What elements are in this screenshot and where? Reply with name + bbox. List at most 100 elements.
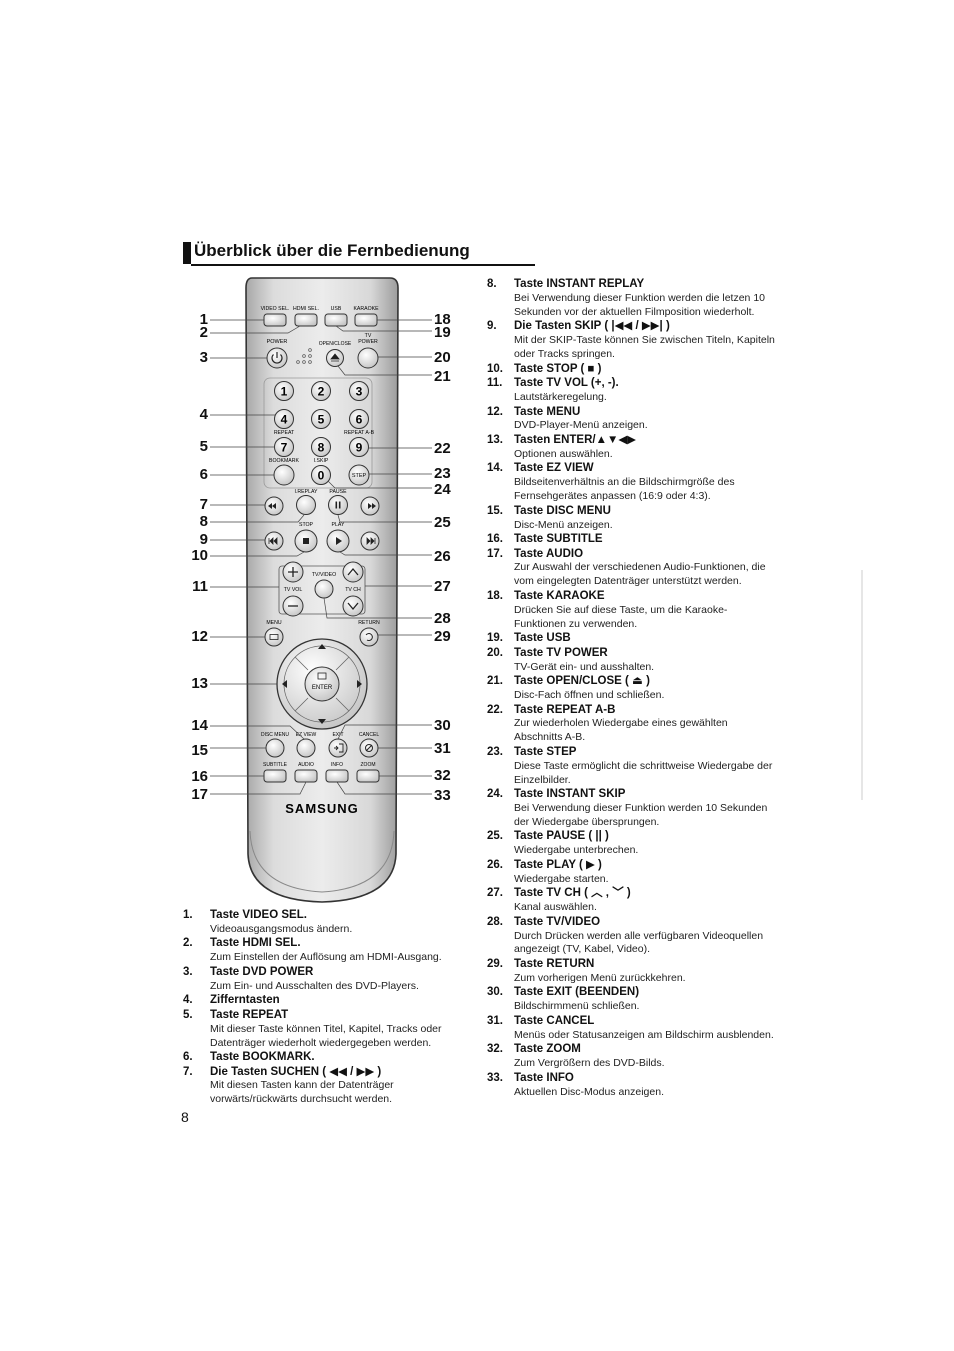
legend-title: Taste INSTANT REPLAY	[514, 278, 645, 290]
legend-description: Drücken Sie auf diese Taste, um die Kara…	[514, 603, 728, 630]
enter-label: ENTER	[312, 685, 333, 691]
legend-description: Lautstärkeregelung.	[514, 391, 607, 404]
legend-title: Taste USB	[514, 632, 571, 645]
tv-vol-down-button[interactable]	[282, 595, 304, 617]
open-close-label: OPEN/CLOSE	[319, 341, 352, 347]
tv-power-label-2: POWER	[358, 339, 378, 345]
digit-button-4[interactable]: 5	[311, 409, 331, 429]
legend-title: Taste TV CH ( ︿ , ﹀ )	[514, 887, 631, 900]
digit-label: 7	[281, 441, 288, 455]
legend-description: Kanal auswählen.	[514, 901, 597, 914]
callout-right: 29	[434, 628, 451, 645]
digit-button-8[interactable]: 9	[349, 437, 369, 457]
digit-button-1[interactable]: 2	[311, 381, 331, 401]
search-forward-button[interactable]	[360, 496, 380, 516]
play-button[interactable]: PLAY	[326, 522, 350, 553]
page-number: 8	[181, 1109, 189, 1125]
usb-label: USB	[331, 306, 342, 312]
video-sel-button[interactable]: VIDEO SEL.	[261, 306, 290, 327]
return-button[interactable]: RETURN	[358, 620, 380, 647]
digit-button-3[interactable]: 4	[274, 409, 294, 429]
legend-title: Taste EXIT (BEENDEN)	[514, 986, 640, 999]
digit-button-2[interactable]: 3	[349, 381, 369, 401]
legend-description: Wiedergabe unterbrechen.	[514, 844, 639, 857]
legend-title: Taste OPEN/CLOSE ( ⏏ )	[514, 675, 650, 688]
tv-vol-up-button[interactable]	[282, 561, 304, 583]
open-close-button[interactable]: OPEN/CLOSE	[319, 341, 352, 367]
callout-left: 3	[200, 349, 208, 366]
legend-title: Taste HDMI SEL.	[210, 937, 301, 950]
audio-button[interactable]: AUDIO	[294, 762, 318, 783]
callout-right: 20	[434, 349, 451, 366]
legend-title: Taste INFO	[514, 1071, 574, 1084]
legend-title: Taste STOP ( ■ )	[514, 362, 602, 375]
legend-number: 15.	[487, 504, 503, 517]
karaoke-button[interactable]: KARAOKE	[353, 306, 379, 327]
legend-number: 4.	[183, 994, 193, 1007]
pause-button[interactable]: PAUSE	[328, 489, 348, 515]
exit-button[interactable]: EXIT	[328, 732, 348, 758]
legend-description: Disc-Menü anzeigen.	[514, 518, 613, 531]
cancel-button[interactable]: CANCEL	[359, 732, 380, 758]
power-button[interactable]: POWER	[266, 339, 288, 369]
legend-title: Die Tasten SKIP ( |◀◀ / ▶▶| )	[514, 320, 670, 333]
digit-label: 9	[356, 441, 363, 455]
tv-power-label-1: TV	[365, 333, 372, 339]
legend-number: 3.	[183, 965, 193, 978]
tv-power-button[interactable]: TV POWER	[357, 333, 379, 369]
subtitle-label: SUBTITLE	[263, 762, 288, 768]
tv-ch-up-button[interactable]	[342, 561, 364, 583]
digit-button-7[interactable]: 8	[311, 437, 331, 457]
legend-item: 19. Taste USB	[487, 632, 777, 646]
legend-item: 25.Taste PAUSE ( || )Wiedergabe unterbre…	[487, 830, 777, 858]
legend-description: Videoausgangsmodus ändern.	[210, 922, 353, 935]
callout-left: 10	[191, 547, 208, 564]
digit-button-0[interactable]: 1	[274, 381, 294, 401]
repeat-label: REPEAT	[274, 430, 295, 436]
exit-label: EXIT	[332, 732, 343, 738]
hdmi-sel-button[interactable]: HDMI SEL.	[293, 306, 319, 327]
skip-back-button[interactable]	[264, 531, 284, 551]
callout-left: 7	[200, 496, 208, 513]
stop-button[interactable]: STOP	[294, 522, 318, 553]
enter-button[interactable]: ENTER	[304, 666, 340, 702]
legend-number: 19.	[487, 632, 503, 645]
stop-label: STOP	[299, 522, 314, 528]
digit-button-6[interactable]: 7	[274, 437, 294, 457]
ez-view-label: EZ VIEW	[296, 732, 317, 738]
legend-description: Aktuellen Disc-Modus anzeigen.	[514, 1085, 664, 1098]
heading-rule	[191, 264, 535, 266]
callout-left: 15	[191, 742, 208, 759]
legend-number: 7.	[183, 1065, 193, 1078]
tv-ch-down-button[interactable]	[342, 595, 364, 617]
callout-left: 1	[200, 311, 208, 328]
menu-button[interactable]: MENU	[264, 620, 284, 647]
subtitle-button[interactable]: SUBTITLE	[263, 762, 288, 783]
digit-button-5[interactable]: 6	[349, 409, 369, 429]
legend-body: Taste EXIT (BEENDEN)Bildschirmmenü schli…	[514, 986, 777, 1014]
menu-label: MENU	[266, 620, 282, 626]
legend-item: 1.Taste VIDEO SEL.Videoausgangsmodus änd…	[183, 909, 483, 937]
step-button[interactable]: STEP	[348, 464, 370, 486]
legend-body: Taste SUBTITLE	[514, 533, 777, 547]
ez-view-button[interactable]: EZ VIEW	[296, 732, 317, 758]
skip-forward-button[interactable]	[360, 531, 380, 551]
callout-left: 9	[200, 531, 208, 548]
instant-replay-button[interactable]: I.REPLAY	[295, 489, 319, 515]
arrow-up-icon	[318, 644, 326, 649]
digit-label: 2	[318, 385, 325, 399]
digit-button-9[interactable]: 0	[311, 465, 331, 485]
callout-left: 14	[191, 717, 208, 734]
search-back-button[interactable]	[264, 496, 284, 516]
legend-description: Bei Verwendung dieser Funktion werden di…	[514, 291, 765, 318]
